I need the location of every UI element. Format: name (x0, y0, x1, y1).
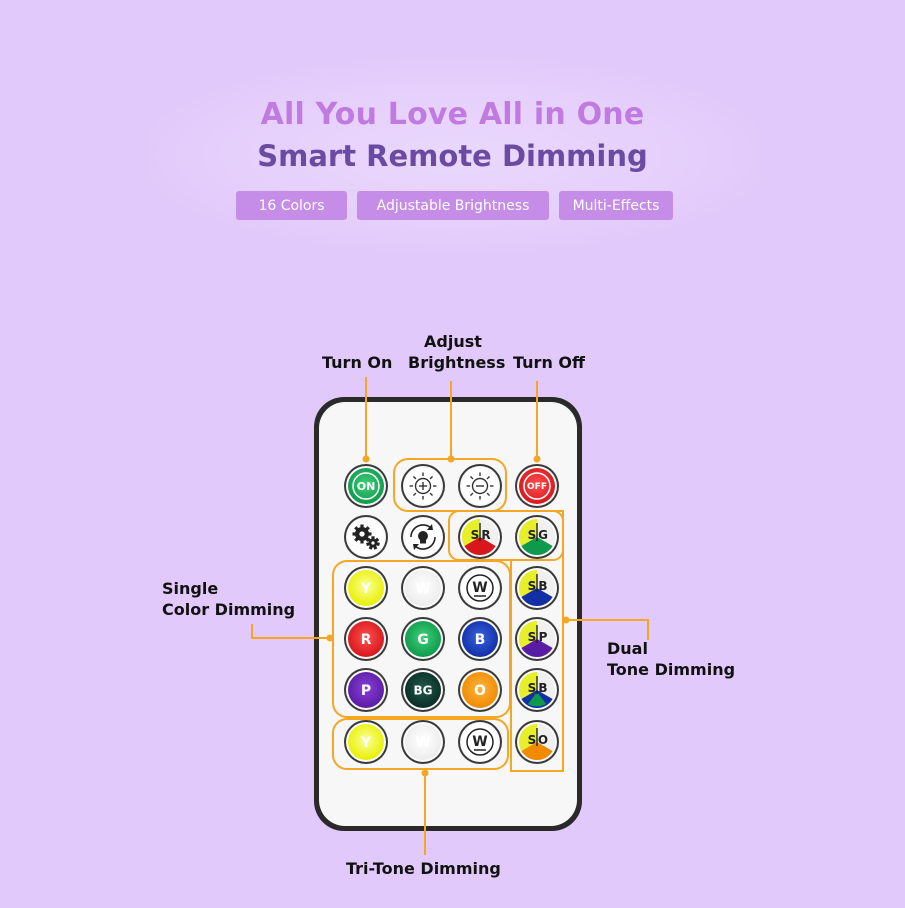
label-turn-on: Turn On (322, 353, 393, 372)
button-label: Y (360, 581, 372, 597)
button-label: BG (414, 683, 433, 697)
button-label: OFF (527, 482, 547, 492)
off-button[interactable]: OFF (515, 464, 559, 508)
single-color-button-9[interactable]: O (458, 668, 502, 712)
tri-tone-button-1[interactable]: Y (344, 720, 388, 764)
dual-s-label: S (471, 528, 480, 542)
single-color-button-7[interactable]: P (344, 668, 388, 712)
tri-tone-button-3[interactable]: W (458, 720, 502, 764)
label-tone-dimming: Tone Dimming (607, 660, 736, 679)
button-label: R (361, 632, 372, 648)
dual-color-label: B (538, 681, 547, 695)
label-single: Single (162, 579, 219, 598)
single-color-button-6[interactable]: B (458, 617, 502, 661)
brightness-down-icon (466, 472, 494, 500)
gears-icon (352, 524, 380, 550)
on-button[interactable]: ON (344, 464, 388, 508)
tag-brightness: Adjustable Brightness (357, 191, 549, 220)
headline-line-2: Smart Remote Dimming (257, 139, 648, 173)
button-label: W (472, 580, 487, 596)
button-label: W (415, 735, 430, 751)
cycle-bulb-icon (410, 524, 436, 550)
button-label: G (417, 632, 429, 648)
label-color-dimming: Color Dimming (162, 600, 296, 619)
dual-color-label: O (538, 733, 548, 747)
button-label: ON (357, 480, 376, 493)
label-dual: Dual (607, 639, 648, 658)
single-color-button-8[interactable]: BG (401, 668, 445, 712)
brightness-down-button[interactable] (458, 464, 502, 508)
dual-s-label: S (528, 630, 537, 644)
tag-effects: Multi-Effects (559, 191, 673, 220)
brightness-up-icon (409, 472, 437, 500)
button-label: W (415, 581, 430, 597)
tag-colors: 16 Colors (236, 191, 347, 220)
tri-tone-button-2[interactable]: W (401, 720, 445, 764)
single-color-button-1[interactable]: Y (344, 566, 388, 610)
settings-button[interactable] (344, 515, 388, 559)
label-brightness: Brightness (408, 353, 506, 372)
single-color-button-4[interactable]: R (344, 617, 388, 661)
dual-s-label: S (528, 528, 537, 542)
single-color-button-5[interactable]: G (401, 617, 445, 661)
button-label: Y (360, 735, 372, 751)
label-tri-tone: Tri-Tone Dimming (346, 859, 501, 878)
button-label: W (472, 734, 487, 750)
dual-color-label: R (481, 528, 490, 542)
single-leader (251, 624, 330, 639)
dual-color-label: P (539, 630, 548, 644)
headline-line-1: All You Love All in One (260, 97, 645, 132)
label-turn-off: Turn Off (513, 353, 585, 372)
single-color-button-2[interactable]: W (401, 566, 445, 610)
dual-s-label: S (528, 733, 537, 747)
button-label: O (474, 683, 486, 699)
brightness-up-button[interactable] (401, 464, 445, 508)
dual-s-label: S (528, 579, 537, 593)
button-label: P (361, 683, 371, 699)
tri-tone-box (332, 718, 509, 770)
dual-s-label: S (528, 681, 537, 695)
dual-color-label: B (538, 579, 547, 593)
dual-leader (566, 619, 649, 640)
mode-cycle-button[interactable] (401, 515, 445, 559)
button-label: B (475, 632, 486, 648)
dual-color-label: G (538, 528, 548, 542)
single-color-button-3[interactable]: W (458, 566, 502, 610)
label-adjust: Adjust (424, 332, 482, 351)
